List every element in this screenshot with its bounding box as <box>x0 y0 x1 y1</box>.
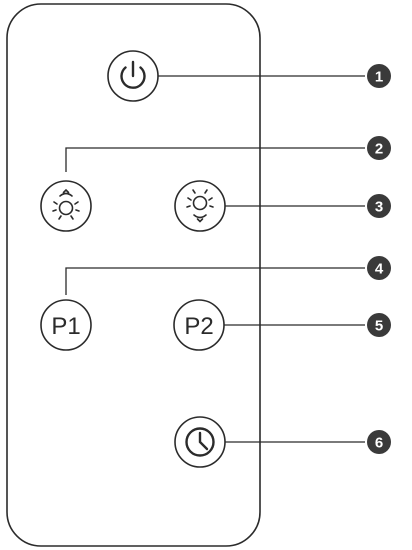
preset-2-button[interactable]: P2 <box>173 299 225 351</box>
callout-1: 1 <box>367 64 391 88</box>
power-icon <box>120 60 146 89</box>
callout-2: 2 <box>367 136 391 160</box>
clock-icon <box>185 427 215 457</box>
callout-2-number: 2 <box>375 141 383 158</box>
timer-button[interactable] <box>174 416 226 468</box>
callout-6: 6 <box>367 430 391 454</box>
callout-5: 5 <box>367 313 391 337</box>
preset-1-label: P1 <box>51 313 80 340</box>
sun-arrow-up-icon <box>52 188 80 220</box>
callout-4-number: 4 <box>375 261 384 278</box>
remote-body <box>6 3 261 547</box>
leader-line-4 <box>65 267 365 295</box>
preset-1-button[interactable]: P1 <box>40 299 92 351</box>
callout-1-number: 1 <box>375 69 383 86</box>
leader-line-2 <box>65 147 365 172</box>
preset-2-label: P2 <box>184 313 213 340</box>
leader-lines <box>65 75 365 443</box>
power-button[interactable] <box>107 50 159 102</box>
callout-4: 4 <box>367 256 391 280</box>
sun-arrow-down-icon <box>186 189 214 223</box>
brightness-down-button[interactable] <box>174 180 226 232</box>
callout-6-number: 6 <box>375 435 383 452</box>
callout-3-number: 3 <box>375 199 383 216</box>
callout-5-number: 5 <box>375 318 383 335</box>
brightness-up-button[interactable] <box>40 180 92 232</box>
callout-3: 3 <box>367 194 391 218</box>
